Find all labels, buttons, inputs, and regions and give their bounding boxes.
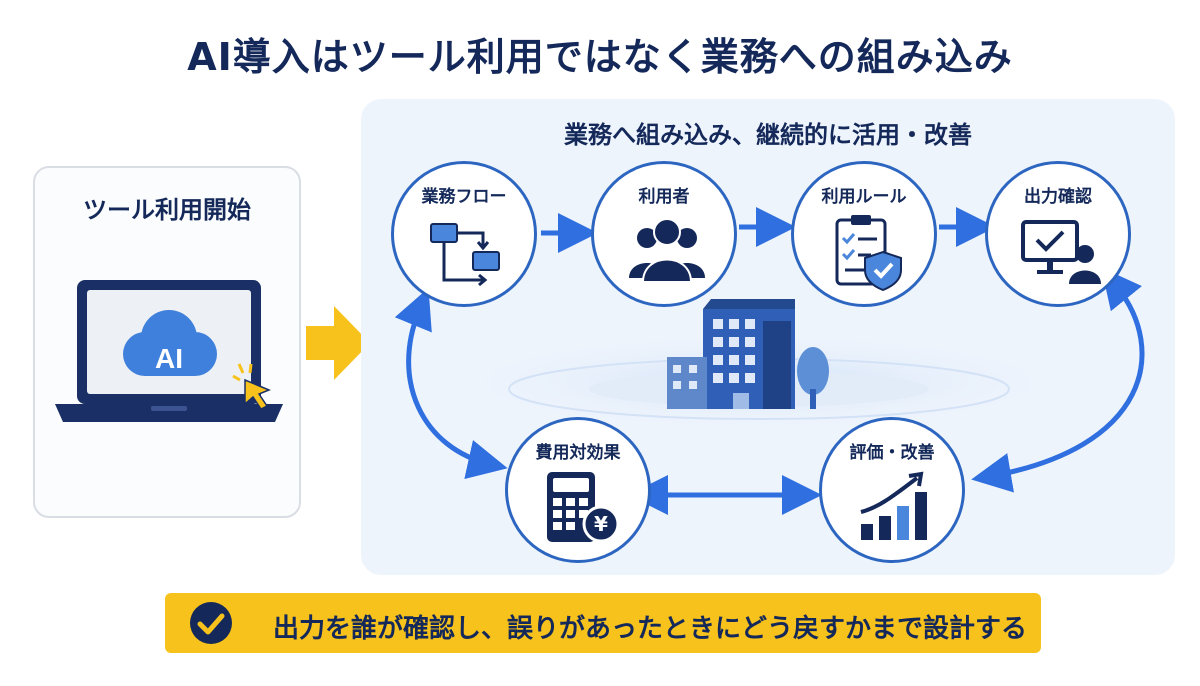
big-right-arrow-icon [306, 306, 370, 380]
node-usage-rules: 利用ルール [791, 161, 937, 307]
design-note-text: 出力を誰が確認し、誤りがあったときにどう戻すかまで設計する [273, 614, 1028, 644]
node-output-check: 出力確認 [985, 161, 1131, 307]
tool-start-label: ツール利用開始 [83, 196, 251, 224]
node-users: 利用者 [591, 161, 737, 307]
node-business-flow: 業務フロー [391, 161, 537, 307]
integration-label: 業務へ組み込み、継続的に活用・改善 [564, 121, 972, 149]
arrow-output-to-evaluation [971, 267, 1145, 493]
design-note-banner: 出力を誰が確認し、誤りがあったときにどう戻すかまで設計する [165, 593, 1041, 653]
node-evaluation: 評価・改善 [819, 417, 965, 563]
node-evaluation-label: 評価・改善 [849, 443, 935, 463]
flowchart-icon [430, 223, 500, 287]
cursor-click-icon [232, 363, 271, 410]
page-title: AI導入はツール利用ではなく業務への組み込み [187, 35, 1013, 79]
svg-text:¥: ¥ [594, 512, 608, 536]
monitor-check-icon [1021, 220, 1101, 284]
laptop-ai-icon: AI [55, 280, 283, 422]
office-building-icon [667, 299, 829, 409]
checklist-shield-icon [835, 215, 902, 292]
node-cost-effectiveness-label: 費用対効果 [535, 443, 621, 463]
users-icon [629, 218, 705, 283]
node-usage-rules-label: 利用ルール [821, 187, 907, 207]
process-flow-diagram [394, 207, 1145, 515]
calculator-yen-icon: ¥ [547, 472, 620, 543]
node-cost-effectiveness: 費用対効果 ¥ [505, 417, 651, 563]
arrow-flow-to-cost [394, 287, 508, 480]
node-users-label: 利用者 [638, 187, 690, 207]
ai-cloud-icon [123, 310, 217, 376]
ai-screen-text: AI [155, 343, 183, 374]
growth-chart-icon [860, 471, 927, 540]
tool-start-panel: ツール利用開始 AI [33, 166, 301, 518]
node-output-check-label: 出力確認 [1024, 187, 1092, 207]
integration-panel: 業務へ組み込み、継続的に活用・改善 [361, 99, 1175, 575]
check-circle-icon [190, 602, 232, 644]
node-business-flow-label: 業務フロー [421, 187, 507, 207]
